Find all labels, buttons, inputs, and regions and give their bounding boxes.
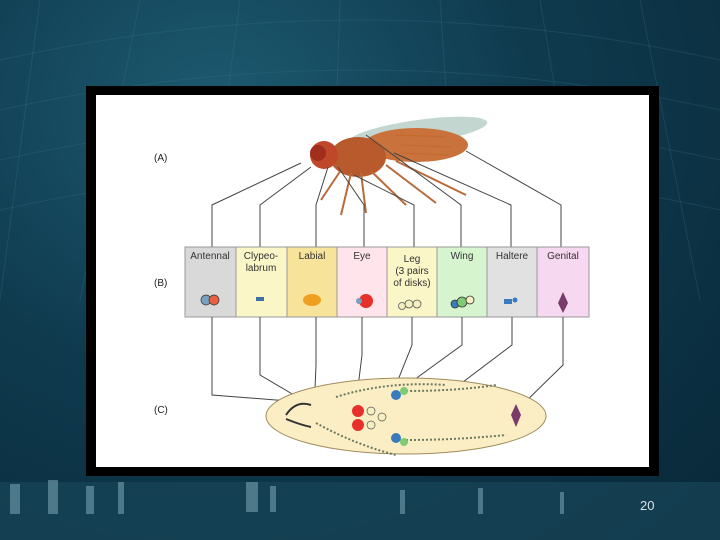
haltere-disk-icon [504,297,518,304]
disk-label-leg-1: Leg [404,254,421,265]
disk-label-genital: Genital [547,251,579,262]
eye-disk-icon [356,294,373,308]
disk-label-wing: Wing [451,251,474,262]
wing-disk-icon [450,295,475,309]
adult-fly-illustration [310,116,488,216]
genital-disk-icon [558,292,568,313]
disk-label-clypeolabrum-2: labrum [246,263,277,274]
disk-label-labial: Labial [299,251,326,262]
panel-label-c: (C) [154,405,168,416]
larva-illustration [265,377,547,456]
disk-cell-clypeolabrum [235,246,288,318]
panel-label-b: (B) [154,278,167,289]
labial-disk-icon [303,294,321,306]
disk-label-eye: Eye [353,251,371,262]
disk-label-leg-2: (3 pairs [395,266,428,277]
disk-label-clypeolabrum-1: Clypeo- [244,251,278,262]
antennal-disk-icon [200,294,220,306]
leg-disks-icon [398,299,422,310]
panel-label-a: (A) [154,153,167,164]
disk-label-leg-3: of disks) [393,278,430,289]
clypeolabrum-disk-icon [256,297,264,301]
disk-table: Antennal Clypeo- labrum Labial Eye Leg (… [184,246,590,318]
figure-panel: (A) (B) (C) Antenn [96,95,649,467]
slide-page-number: 20 [640,498,655,513]
fly-to-disk-lines [211,134,562,247]
disk-label-antennal: Antennal [190,251,229,262]
imaginal-disk-diagram: (A) (B) (C) Antenn [154,116,590,456]
disk-label-haltere: Haltere [496,251,529,262]
